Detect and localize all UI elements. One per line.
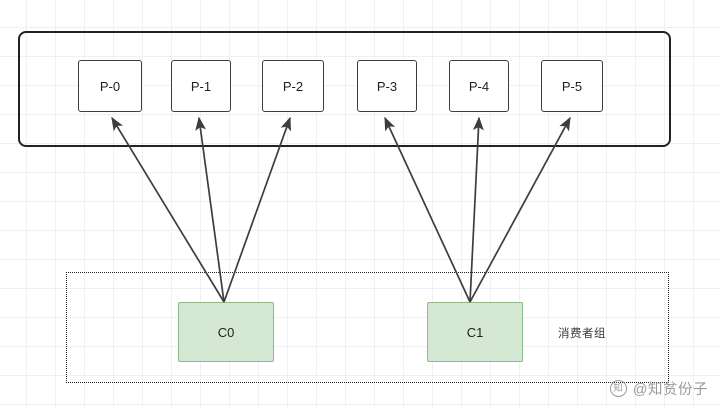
consumer-c0-label: C0 xyxy=(217,324,235,340)
watermark-text: @知贫份子 xyxy=(632,382,708,398)
partition-p-1-label: P-1 xyxy=(190,78,212,94)
arrow-c1-to-p5 xyxy=(469,116,571,303)
arrow-c0-to-p2 xyxy=(223,116,291,303)
partition-p-5[interactable]: P-5 xyxy=(541,60,603,112)
consumer-c1[interactable]: C1 xyxy=(427,302,523,362)
broker-partition-frame xyxy=(18,31,671,147)
arrow-c0-to-p1 xyxy=(195,116,225,303)
consumer-group-label: 消费者组 xyxy=(558,328,606,340)
partition-p-0[interactable]: P-0 xyxy=(78,60,142,112)
arrow-c1-to-p4 xyxy=(469,116,484,303)
arrow-c0-to-p0 xyxy=(111,116,225,303)
partition-p-2[interactable]: P-2 xyxy=(262,60,324,112)
partition-p-4-label: P-4 xyxy=(468,78,490,94)
consumer-c1-label: C1 xyxy=(466,324,484,340)
watermark: 知 @知贫份子 xyxy=(609,378,708,399)
partition-p-0-label: P-0 xyxy=(99,78,121,94)
partition-p-5-label: P-5 xyxy=(561,78,583,94)
partition-p-4[interactable]: P-4 xyxy=(449,60,509,112)
partition-p-1[interactable]: P-1 xyxy=(171,60,231,112)
partition-p-3[interactable]: P-3 xyxy=(357,60,417,112)
partition-p-3-label: P-3 xyxy=(376,78,398,94)
consumer-c0[interactable]: C0 xyxy=(178,302,274,362)
arrow-c1-to-p3 xyxy=(384,116,471,303)
consumer-group-frame xyxy=(66,272,669,383)
partition-p-2-label: P-2 xyxy=(282,78,304,94)
watermark-logo-icon: 知 xyxy=(609,380,627,397)
